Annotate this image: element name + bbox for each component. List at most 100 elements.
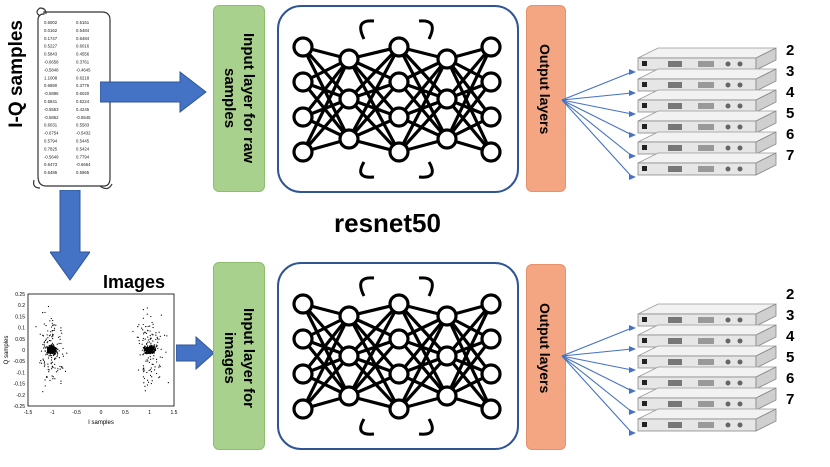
scatter-point xyxy=(161,356,163,359)
iq-scatter-plot: 0.250.20.150.10.050-0.05-0.1-0.15-0.2-0.… xyxy=(4,292,178,426)
device-unit xyxy=(637,110,777,134)
scatter-point xyxy=(51,342,54,344)
iq-cell: 0.3776 xyxy=(76,83,90,88)
scatter-point xyxy=(148,346,150,348)
scatter-point xyxy=(146,371,148,374)
nn-node xyxy=(388,328,410,350)
scatter-point xyxy=(151,380,153,382)
nn-edge xyxy=(397,57,449,119)
nn-node xyxy=(292,36,314,58)
scatter-point xyxy=(151,352,153,354)
scatter-point xyxy=(142,369,144,371)
scatter-point xyxy=(54,367,56,369)
scatter-ytick: -0.2 xyxy=(16,393,25,399)
iq-cell: -0.6658 xyxy=(44,60,59,65)
iq-cell: 0.6890 xyxy=(44,83,58,88)
scatter-point xyxy=(166,335,168,337)
scatter-point xyxy=(50,345,53,347)
skip-connection xyxy=(359,161,375,179)
scatter-xtick: -0.5 xyxy=(72,410,81,416)
skip-connection xyxy=(418,418,434,436)
scatter-point xyxy=(49,379,51,382)
scatter-point xyxy=(48,335,51,337)
scatter-point xyxy=(142,376,145,378)
scatter-point xyxy=(143,345,146,347)
scatter-point xyxy=(138,324,140,326)
scatter-point xyxy=(152,334,154,336)
iq-cell: 0.5794 xyxy=(44,139,58,144)
scatter-point xyxy=(43,347,45,349)
scatter-point xyxy=(40,362,43,364)
nn-edge xyxy=(301,80,351,141)
scatter-point xyxy=(149,337,152,339)
neural-network-icon-top xyxy=(292,19,502,179)
scatter-point xyxy=(145,346,147,349)
scatter-point xyxy=(50,326,53,328)
scatter-point xyxy=(48,371,50,373)
nn-edge xyxy=(397,314,449,376)
scatter-point xyxy=(61,365,63,368)
scatter-point xyxy=(60,382,62,385)
scatter-point xyxy=(42,343,44,346)
scatter-point xyxy=(144,351,146,354)
scatter-point xyxy=(152,326,154,329)
scatter-point xyxy=(47,349,49,352)
nn-edge xyxy=(397,45,449,101)
nn-node xyxy=(388,36,410,58)
scatter-point xyxy=(51,347,53,349)
scatter-point xyxy=(51,368,53,370)
scatter-point xyxy=(146,348,148,350)
scatter-point xyxy=(61,353,64,355)
iq-cell: 0.4245 xyxy=(76,107,90,112)
scatter-point xyxy=(61,332,63,334)
scatter-point xyxy=(52,343,54,346)
scatter-point xyxy=(50,317,52,320)
class-number: 4 xyxy=(786,328,795,345)
scatter-point xyxy=(146,379,149,381)
scatter-point xyxy=(156,336,158,338)
nn-edge xyxy=(445,58,493,118)
scatter-point xyxy=(152,363,154,366)
nn-edge xyxy=(301,315,351,410)
scatter-point xyxy=(56,354,59,356)
scatter-point xyxy=(55,324,57,326)
scatter-point xyxy=(149,356,151,358)
scatter-point xyxy=(51,336,53,338)
scatter-point xyxy=(152,340,154,342)
scatter-point xyxy=(159,365,161,368)
scatter-point xyxy=(45,338,47,340)
scatter-ytick: 0.25 xyxy=(15,292,25,298)
nn-edge xyxy=(445,303,493,397)
scatter-point xyxy=(155,344,157,346)
scatter-point xyxy=(50,357,53,359)
scatter-point xyxy=(66,352,68,354)
nn-edge xyxy=(347,303,401,397)
scatter-point xyxy=(45,354,47,356)
scatter-point xyxy=(147,336,149,338)
iq-cell: 0.5161 xyxy=(76,20,90,25)
scatter-point xyxy=(59,365,61,367)
nn-edge xyxy=(301,46,351,140)
scatter-point xyxy=(143,331,145,333)
class-number: 4 xyxy=(786,84,795,101)
nn-edge xyxy=(347,57,401,119)
scatter-point xyxy=(58,356,60,359)
fan-arrow xyxy=(561,99,633,157)
class-number: 6 xyxy=(786,370,795,387)
class-number: 2 xyxy=(786,286,795,303)
scatter-xtick: 1.5 xyxy=(171,410,178,416)
scatter-point xyxy=(49,320,51,322)
scatter-point xyxy=(153,344,155,346)
iq-cell: 0.6016 xyxy=(76,44,90,49)
nn-node xyxy=(338,48,360,70)
scatter-point xyxy=(54,357,56,360)
arrow-right-top xyxy=(100,70,207,114)
iq-cell: 0.6031 xyxy=(44,123,58,128)
scatter-point xyxy=(143,369,145,371)
iq-cell: -0.5848 xyxy=(44,67,59,72)
scatter-point xyxy=(149,369,152,371)
scatter-point xyxy=(155,358,158,360)
scatter-point xyxy=(47,341,49,343)
nn-edge xyxy=(397,337,449,398)
iq-cell: -0.6754 xyxy=(44,131,59,136)
